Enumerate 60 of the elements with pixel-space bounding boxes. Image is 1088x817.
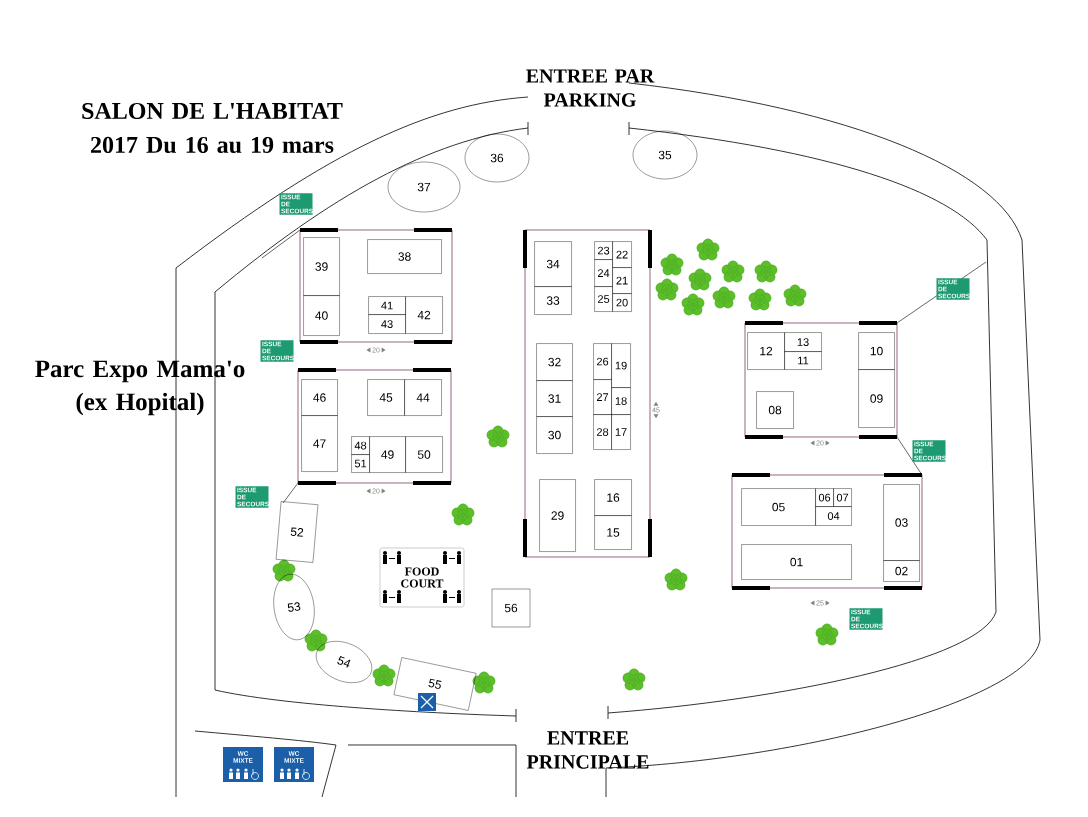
stand-box: 32 — [536, 343, 573, 381]
hall-outline — [744, 322, 898, 438]
stand-box: 04 — [815, 506, 852, 526]
stand-box: 18 — [611, 387, 631, 415]
hall-outline — [731, 474, 923, 589]
stand-box: 13 — [784, 332, 822, 352]
stand-box: 20 — [612, 293, 632, 312]
stand-box: 09 — [858, 369, 895, 428]
heading-text: Parc Expo Mama'o (ex Hopital) — [35, 360, 245, 416]
stand-box: 21 — [612, 267, 632, 294]
stand-box: 41 — [368, 296, 406, 315]
stand-box: 08 — [756, 391, 794, 429]
stand-box: 16 — [594, 479, 632, 516]
stand-box: 15 — [594, 515, 632, 550]
stand-box: 46 — [301, 379, 338, 416]
stand-box: 05 — [741, 488, 816, 526]
stand-box: 55 — [393, 657, 477, 711]
stand-box: 43 — [368, 314, 406, 334]
entrance-label: ENTREE PRINCIPALE — [526, 731, 649, 769]
stand-box: 52 — [275, 501, 319, 563]
stand-box: 34 — [534, 241, 572, 287]
stand-box: 40 — [303, 295, 340, 336]
stand-box: 33 — [534, 286, 572, 315]
stand-box: 27 — [593, 379, 612, 415]
stand-box: 29 — [539, 479, 576, 552]
stand-box: 12 — [747, 332, 785, 370]
stand-box: 02 — [883, 560, 920, 582]
stand-box: 42 — [405, 296, 443, 334]
stand-box: 10 — [858, 332, 895, 370]
stand-box: 31 — [536, 380, 573, 417]
stand-box: 25 — [594, 286, 613, 312]
stand-box: 26 — [593, 343, 612, 380]
stand-box: 24 — [594, 259, 613, 287]
title-text: SALON DE L'HABITAT 2017 Du 16 au 19 mars — [82, 102, 343, 154]
stand-box: 23 — [594, 241, 613, 260]
entrance-label: ENTREE PAR PARKING — [526, 69, 655, 107]
food-court-sign: FOOD COURT — [379, 547, 465, 608]
hall-outline — [524, 229, 651, 558]
stand-box: 17 — [611, 414, 631, 450]
stand-box: 01 — [741, 544, 852, 580]
stand-box: 22 — [612, 241, 632, 268]
stand-box: 07 — [833, 488, 852, 507]
stand-box: 49 — [369, 436, 406, 473]
stand-box: 38 — [367, 239, 442, 274]
stand-box: 39 — [303, 237, 340, 296]
stand-box: 50 — [405, 436, 443, 473]
stand-box: 28 — [593, 414, 612, 450]
stand-box: 19 — [611, 343, 631, 388]
hall-outline — [299, 229, 453, 343]
stand-box: 47 — [301, 415, 338, 472]
stand-box: 03 — [883, 484, 920, 561]
stand-box: 48 — [351, 436, 370, 455]
stand-box: 11 — [784, 351, 822, 370]
stand-box: 56 — [491, 588, 531, 628]
stand-box: 44 — [404, 379, 442, 416]
stand-box: 06 — [815, 488, 834, 507]
stand-box: 30 — [536, 416, 573, 454]
hall-outline — [297, 369, 452, 484]
stand-box: 45 — [367, 379, 405, 416]
stand-box: 51 — [351, 454, 370, 473]
